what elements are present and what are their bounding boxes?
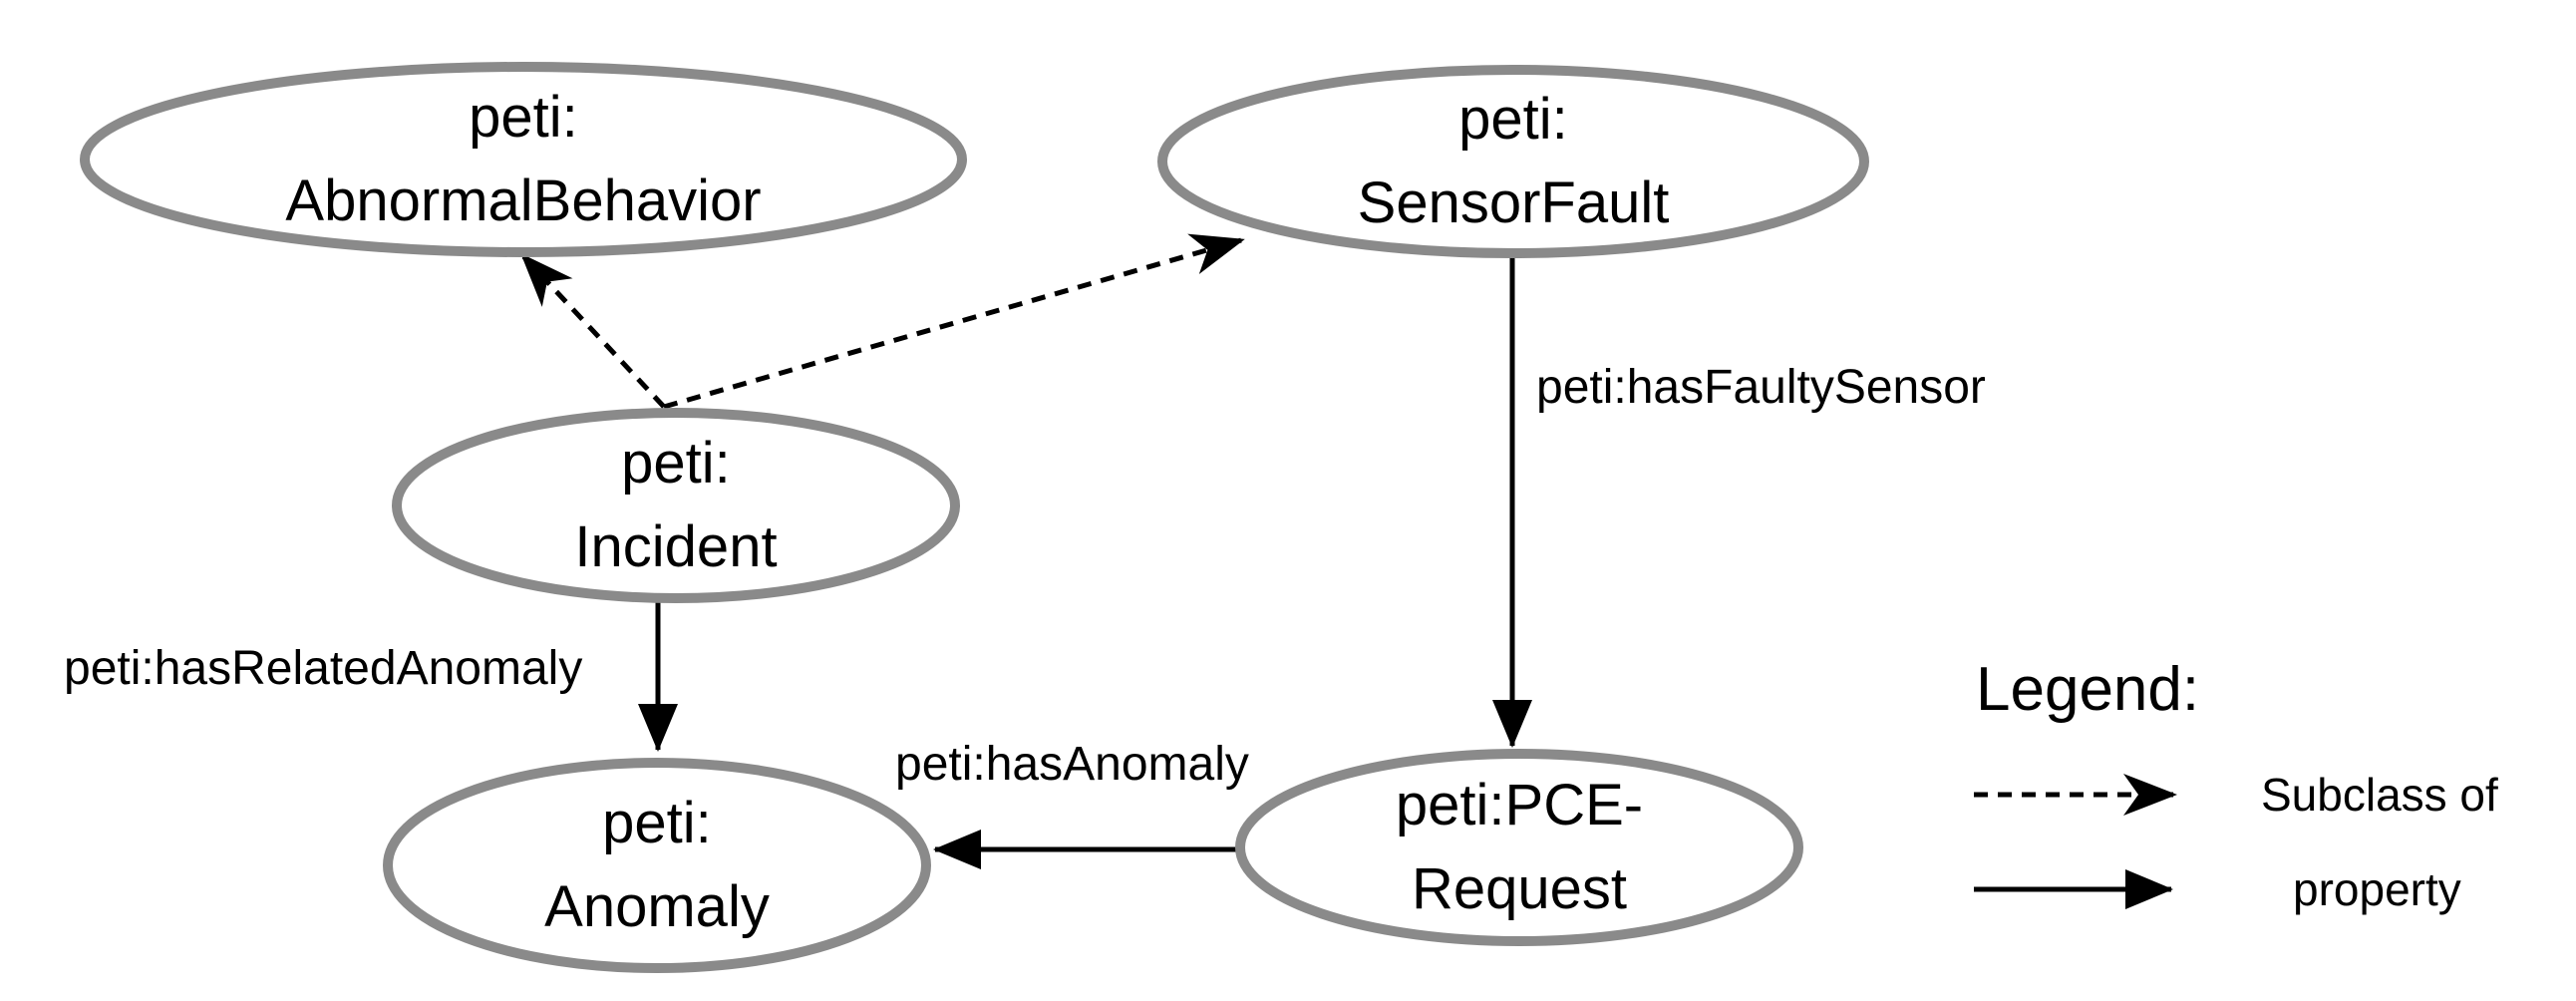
node-incident-ellipse [392, 408, 960, 603]
node-abnormal-behavior-label-line1: peti: [469, 85, 578, 150]
node-sensor-fault-label-line1: peti: [1458, 87, 1568, 152]
node-anomaly-label-line2: Anomaly [544, 874, 770, 939]
node-pce-request: peti:PCE- Request [1235, 749, 1803, 946]
edge-incident-subclass-of-sensor-fault-dashed-arrow [663, 233, 1245, 410]
node-abnormal-behavior-ellipse [80, 62, 967, 257]
node-anomaly-label-line1: peti: [602, 791, 712, 855]
legend-title: Legend: [1976, 655, 2199, 724]
edge-label-has-faulty-sensor: peti:hasFaultySensor [1536, 361, 1986, 414]
node-abnormal-behavior-label-line2: AbnormalBehavior [285, 168, 761, 233]
edge-incident-subclass-of-abnormal-behavior-dashed-arrow [520, 253, 666, 409]
edge-label-has-anomaly: peti:hasAnomaly [895, 738, 1249, 791]
node-incident-label-line1: peti: [621, 431, 731, 496]
node-pce-request-ellipse [1235, 749, 1803, 946]
node-anomaly-ellipse [383, 758, 931, 973]
edge-label-has-related-anomaly: peti:hasRelatedAnomaly [64, 642, 582, 695]
node-pce-request-label-line2: Request [1412, 856, 1627, 921]
node-sensor-fault-label-line2: SensorFault [1358, 170, 1670, 235]
node-incident: peti: Incident [392, 408, 960, 603]
legend-subclass-of-label: Subclass of [2261, 769, 2498, 821]
legend: Legend: Subclass of property [1974, 655, 2498, 915]
node-sensor-fault: peti: SensorFault [1157, 65, 1869, 258]
node-incident-label-line2: Incident [574, 514, 777, 579]
legend-property-label: property [2293, 863, 2461, 915]
node-anomaly: peti: Anomaly [383, 758, 931, 973]
node-sensor-fault-ellipse [1157, 65, 1869, 258]
node-pce-request-label-line1: peti:PCE- [1396, 773, 1643, 837]
node-abnormal-behavior: peti: AbnormalBehavior [80, 62, 967, 257]
